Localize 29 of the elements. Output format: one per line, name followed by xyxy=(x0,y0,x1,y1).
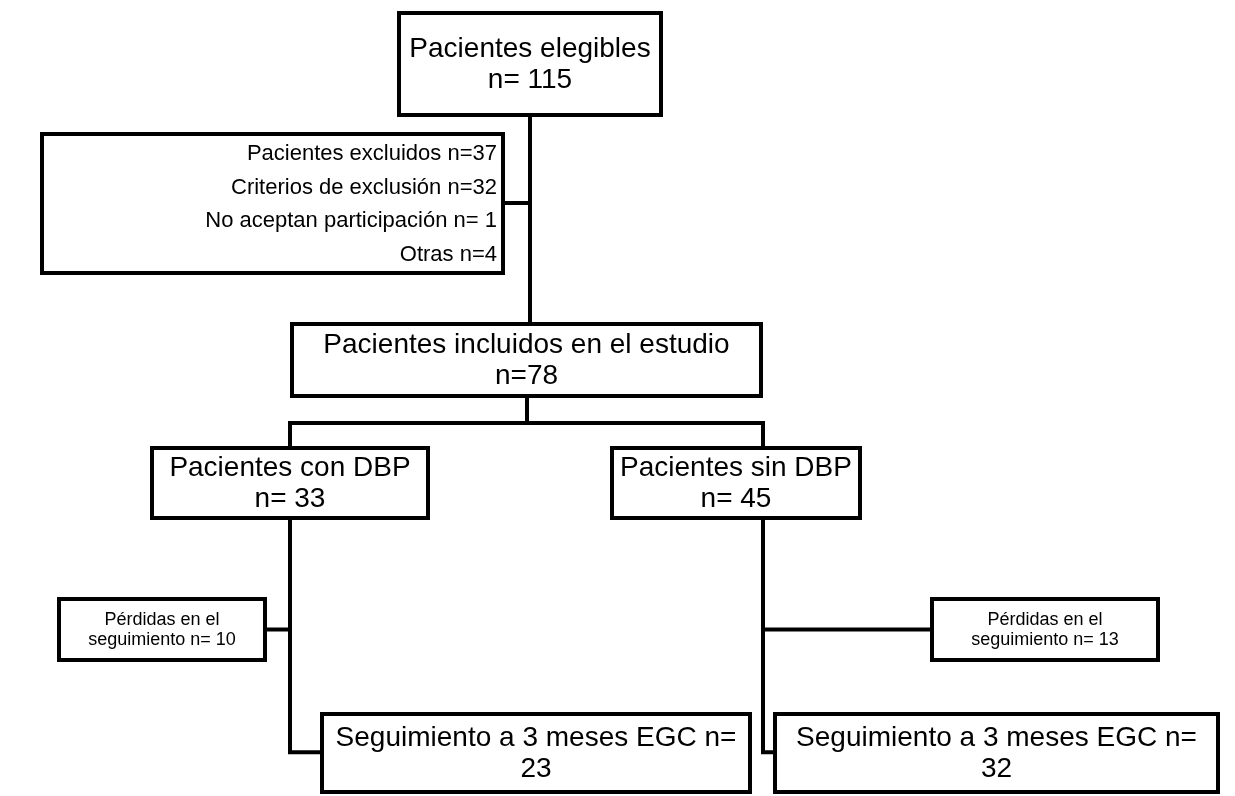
box-text: n= 115 xyxy=(487,64,573,95)
connector-line xyxy=(525,398,765,446)
box-text: Pérdidas en el seguimiento n= 10 xyxy=(87,609,237,650)
box-text: n=78 xyxy=(494,360,559,391)
box-text: Seguimiento a 3 meses EGC n= 32 xyxy=(795,722,1198,784)
process-box xyxy=(40,132,505,275)
box-text: No aceptan participación n= 1 xyxy=(205,208,497,233)
process-box xyxy=(290,322,763,398)
box-text: Criterios de exclusión n=32 xyxy=(231,174,497,199)
process-box xyxy=(397,11,663,117)
box-text: Otras n=4 xyxy=(399,242,497,267)
box-text: Pacientes elegibles xyxy=(409,33,651,64)
box-text: Pacientes excluidos n=37 xyxy=(246,140,497,165)
box-text: n= 45 xyxy=(700,483,772,514)
process-box xyxy=(930,597,1160,662)
box-text: Pacientes con DBP xyxy=(169,452,411,483)
box-text: Seguimiento a 3 meses EGC n= 23 xyxy=(334,722,738,784)
process-box xyxy=(320,712,752,794)
connector-line xyxy=(505,117,532,205)
connector-line xyxy=(288,520,320,755)
box-text: Pacientes sin DBP xyxy=(620,452,852,483)
box-text: Pacientes incluidos en el estudio xyxy=(323,329,730,360)
process-box xyxy=(57,597,267,662)
box-text: Pérdidas en el seguimiento n= 13 xyxy=(970,609,1120,650)
process-box xyxy=(773,712,1220,794)
process-box xyxy=(610,446,862,520)
box-text: n= 33 xyxy=(254,483,326,514)
process-box xyxy=(150,446,430,520)
connector-line xyxy=(761,520,773,755)
